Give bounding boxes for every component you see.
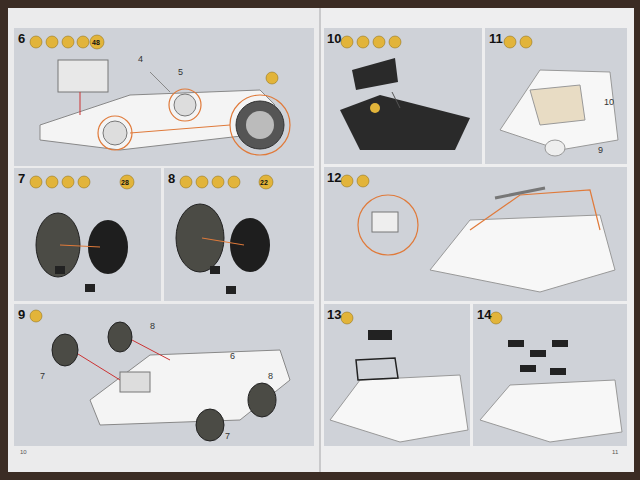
part-number: 4 (138, 55, 143, 64)
paint-number: 28 (121, 179, 129, 186)
step-number: 9 (18, 308, 25, 321)
part-number: 7 (40, 372, 45, 381)
paint-number: 22 (260, 179, 268, 186)
part-number: 5 (178, 68, 183, 77)
step-number: 6 (18, 32, 25, 45)
part-number: 9 (598, 146, 603, 155)
step-number: 12 (327, 171, 341, 184)
page-number: 10 (20, 449, 27, 455)
paint-number: 48 (92, 39, 100, 46)
part-number: 7 (225, 432, 230, 441)
step-number: 7 (18, 172, 25, 185)
part-number: 8 (150, 322, 155, 331)
step-number: 10 (327, 32, 341, 45)
step-number: 11 (489, 32, 503, 45)
part-number: 6 (230, 352, 235, 361)
part-number: 8 (268, 372, 273, 381)
part-number: 10 (604, 98, 614, 107)
step-number: 14 (477, 308, 491, 321)
page-number: 11 (612, 449, 618, 455)
step-number: 8 (168, 172, 175, 185)
step-number: 13 (327, 308, 341, 321)
